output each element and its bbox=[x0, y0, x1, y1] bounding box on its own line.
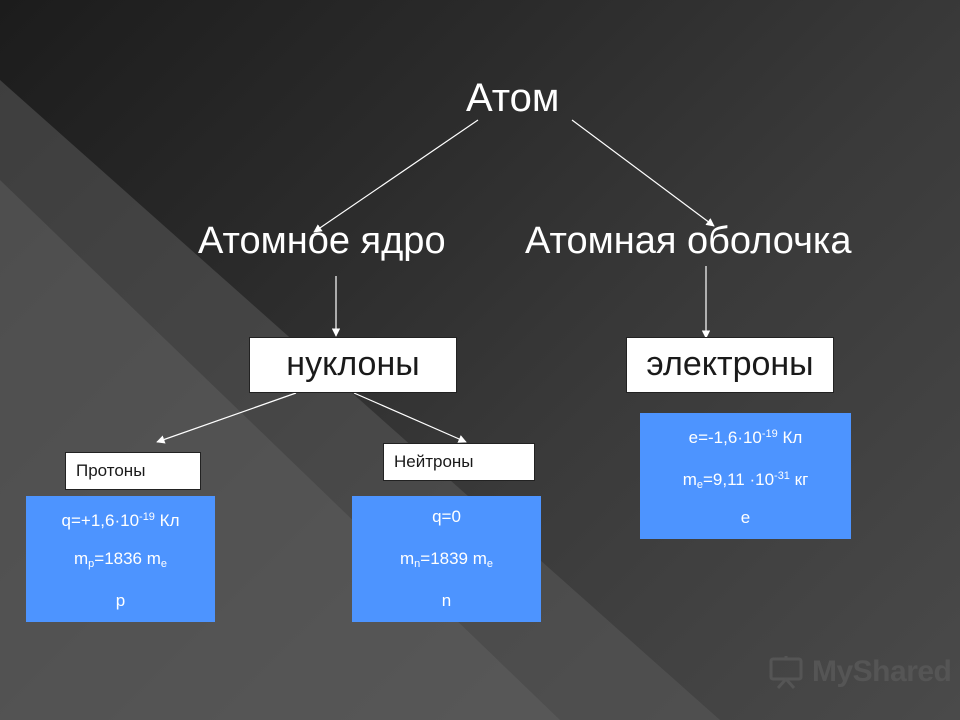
proton-properties: q=+1,6·10-19 Кл mp=1836 me p bbox=[26, 496, 215, 622]
neutron-symbol: n bbox=[441, 591, 452, 610]
neutron-properties: q=0 mn=1839 me n bbox=[352, 496, 541, 622]
neutron-mass: mn=1839 me bbox=[399, 549, 494, 570]
neutron-charge: q=0 bbox=[432, 507, 461, 526]
presentation-board-icon bbox=[769, 656, 803, 689]
electrons-box: электроны bbox=[626, 337, 834, 393]
shell-label: Атомная оболочка bbox=[525, 220, 852, 262]
protons-box: Протоны bbox=[65, 452, 201, 490]
electron-properties: e=-1,6·10-19 Кл me=9,11 ·10-31 кг e bbox=[640, 413, 851, 539]
electron-mass: me=9,11 ·10-31 кг bbox=[682, 470, 809, 491]
nucleons-box: нуклоны bbox=[249, 337, 457, 393]
watermark: MyShared bbox=[768, 652, 952, 692]
proton-symbol: p bbox=[115, 591, 126, 610]
electron-charge: e=-1,6·10-19 Кл bbox=[688, 428, 803, 447]
proton-mass: mp=1836 me bbox=[73, 549, 168, 570]
arrow-atom-to-shell bbox=[571, 119, 715, 227]
watermark-text: MyShared bbox=[812, 655, 952, 688]
arrow-nucleons-to-protons bbox=[156, 392, 297, 444]
electron-symbol: e bbox=[740, 508, 751, 527]
proton-charge: q=+1,6·10-19 Кл bbox=[61, 511, 180, 530]
neutrons-box: Нейтроны bbox=[383, 443, 535, 481]
atom-title: Атом bbox=[466, 76, 560, 120]
arrow-nucleons-to-neutrons bbox=[353, 392, 467, 443]
nucleus-label: Атомное ядро bbox=[198, 220, 446, 262]
arrow-atom-to-nucleus bbox=[313, 119, 479, 233]
